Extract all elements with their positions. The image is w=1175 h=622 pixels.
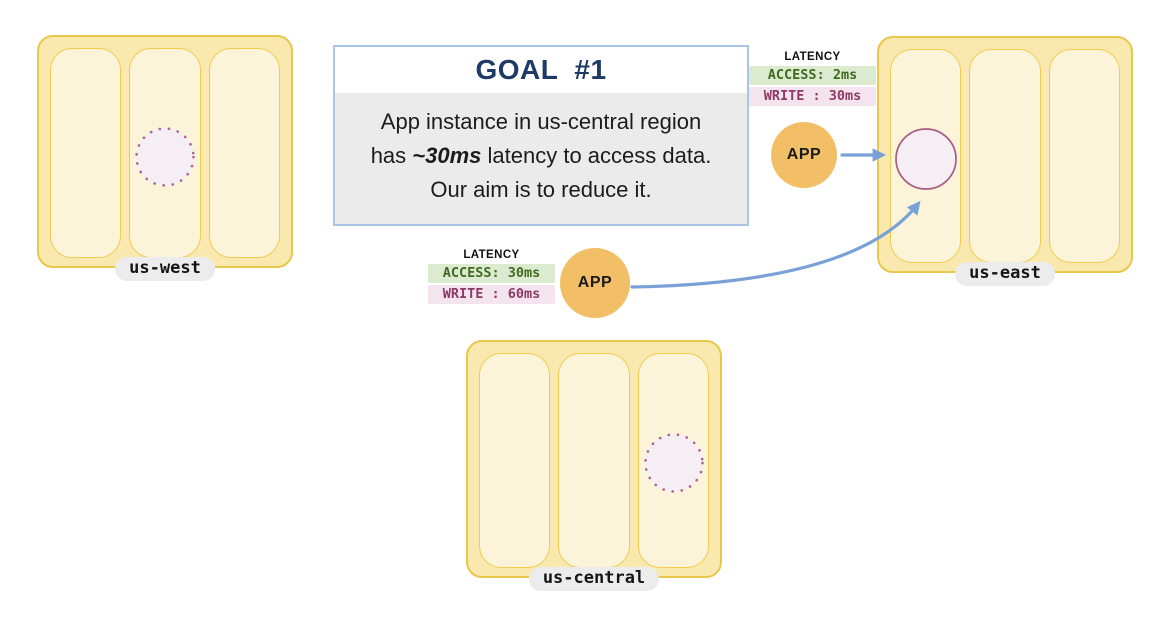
- availability-zone: [969, 49, 1041, 263]
- latency-heading: LATENCY: [463, 249, 520, 261]
- region-label-us-west: us-west: [115, 257, 215, 281]
- access-latency-badge: ACCESS: 2ms: [749, 66, 876, 85]
- region-label-us-east: us-east: [955, 262, 1055, 286]
- app-instance-us-central: APP: [560, 248, 630, 318]
- region-label-us-central: us-central: [528, 567, 660, 591]
- db-replica-dotted-icon: [135, 127, 195, 187]
- goal-callout: GOAL #1 App instance in us-central regio…: [333, 45, 749, 226]
- goal-line-3: Our aim is to reduce it.: [430, 177, 652, 202]
- goal-title: GOAL #1: [475, 54, 607, 85]
- latency-heading: LATENCY: [784, 51, 841, 63]
- write-latency-badge: WRITE : 30ms: [749, 87, 876, 106]
- access-latency-badge: ACCESS: 30ms: [428, 264, 555, 283]
- write-latency-badge: WRITE : 60ms: [428, 285, 555, 304]
- availability-zone: [558, 353, 630, 568]
- region-us-central: us-central: [466, 340, 722, 591]
- db-replica-dotted-icon: [644, 433, 704, 493]
- goal-line-2: has ~30ms latency to access data.: [370, 143, 712, 168]
- availability-zone: [50, 48, 122, 258]
- goal-header: GOAL #1: [335, 47, 747, 93]
- region-us-west: us-west: [37, 35, 293, 281]
- availability-zone: [1048, 49, 1120, 263]
- goal-body-text: App instance in us-central region has ~3…: [335, 93, 747, 224]
- region-us-east: us-east: [877, 36, 1133, 286]
- availability-zone: [208, 48, 280, 258]
- availability-zone: [479, 353, 551, 568]
- goal-line-1: App instance in us-central region: [380, 109, 702, 134]
- app-instance-near-us-east: APP: [771, 122, 837, 188]
- goal-latency-emphasis: ~30ms: [412, 143, 482, 168]
- latency-panel-us-central-app: LATENCY ACCESS: 30ms WRITE : 60ms: [428, 249, 555, 306]
- db-node-solid-icon: [895, 128, 957, 190]
- latency-panel-us-east-app: LATENCY ACCESS: 2ms WRITE : 30ms: [749, 51, 876, 108]
